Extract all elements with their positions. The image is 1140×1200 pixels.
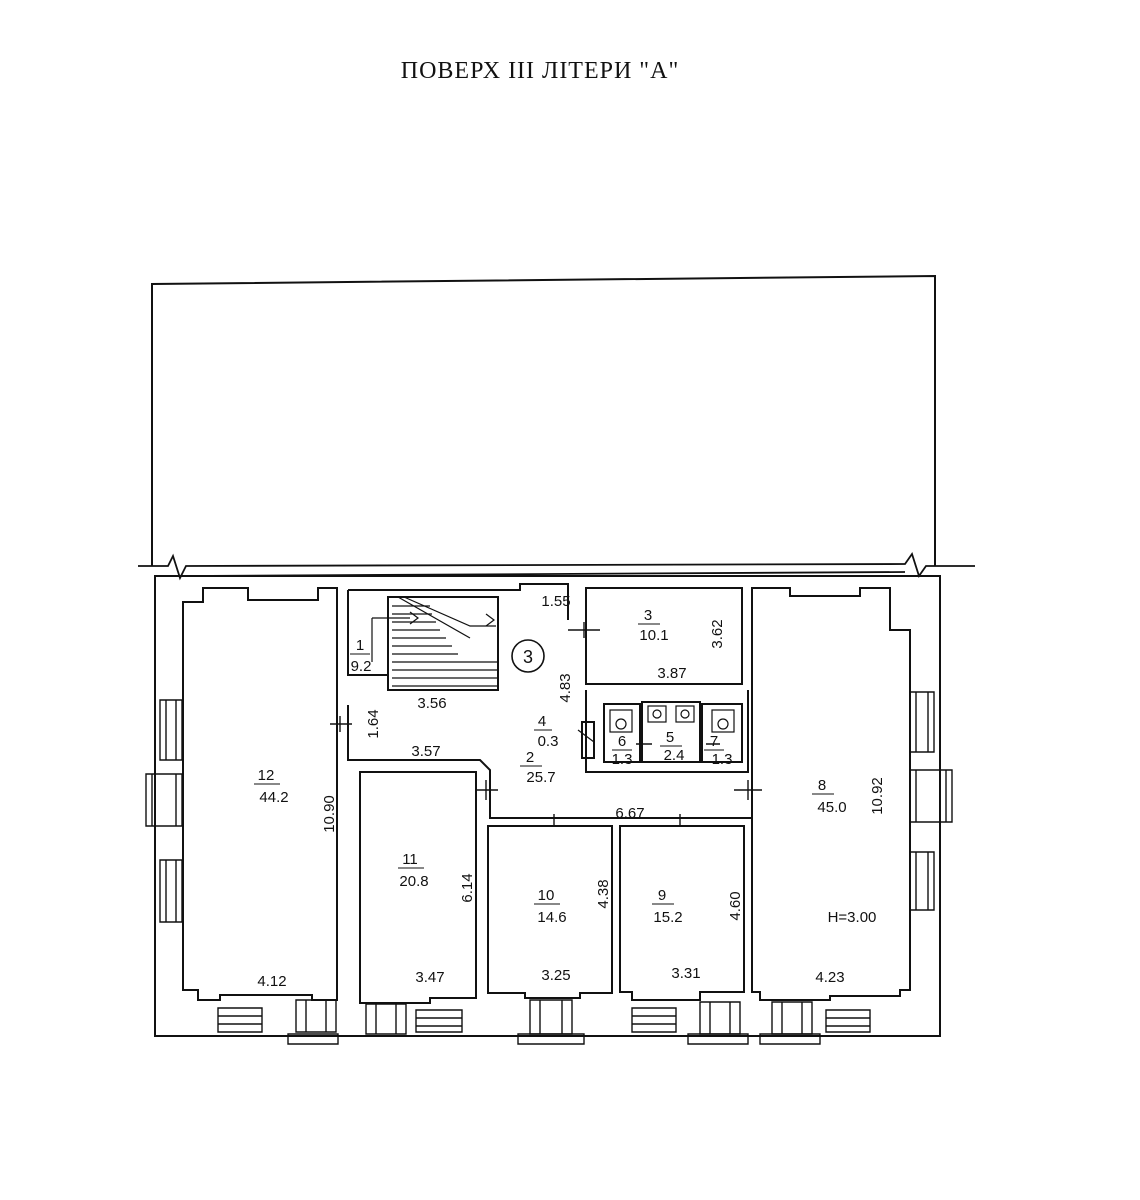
section-marker-label: 3 <box>523 647 533 667</box>
dim-10-92: 10.92 <box>869 777 886 815</box>
room-6-outline <box>603 703 641 763</box>
room-11-area: 20.8 <box>399 873 428 890</box>
room-12-area: 44.2 <box>259 789 288 806</box>
dim-3-47: 3.47 <box>415 969 444 986</box>
room-10-area: 14.6 <box>537 909 566 926</box>
room-2-number: 2 <box>526 749 534 766</box>
plan-title: ПОВЕРХ III ЛІТЕРИ "А" <box>400 58 680 84</box>
dim-4-60: 4.60 <box>727 891 744 920</box>
room-11-outline <box>359 771 477 1004</box>
dim-3-62: 3.62 <box>709 619 726 648</box>
room-10-number: 10 <box>538 887 555 904</box>
room-7-outline <box>701 703 743 763</box>
dim-4-38: 4.38 <box>595 879 612 908</box>
dimension-labels: 1.55 3.62 3.87 4.83 3.56 1.64 3.57 6.67 … <box>257 593 886 990</box>
wc-fixtures <box>577 705 735 743</box>
dim-3-56: 3.56 <box>417 695 446 712</box>
door-marks <box>330 622 762 826</box>
room-1-number: 1 <box>356 637 364 654</box>
room-12-number: 12 <box>258 767 275 784</box>
room-8-number: 8 <box>818 777 826 794</box>
room-3-area: 10.1 <box>639 627 668 644</box>
room-6-area: 1.3 <box>612 751 633 768</box>
room-4-outline <box>581 721 595 759</box>
room-5-outline <box>641 701 701 763</box>
room-7-number: 7 <box>710 733 718 750</box>
room-5-number: 5 <box>666 729 674 746</box>
dim-6-67: 6.67 <box>615 805 644 822</box>
room-11-number: 11 <box>402 851 418 868</box>
room-9-number: 9 <box>658 887 666 904</box>
room-1-area: 9.2 <box>351 658 372 675</box>
dim-4-83: 4.83 <box>557 673 574 702</box>
room-3-outline <box>585 587 743 685</box>
room-labels: 1 9.2 2 25.7 3 10.1 4 0.3 5 2.4 6 1.3 7 … <box>254 607 847 926</box>
room-10-outline <box>487 825 613 999</box>
section-marker: 3 <box>511 639 545 673</box>
upper-outline <box>151 274 936 566</box>
room-1-outline <box>348 583 569 620</box>
room-4-number: 4 <box>538 713 546 730</box>
room-9-area: 15.2 <box>653 909 682 926</box>
dim-1-64: 1.64 <box>365 709 382 738</box>
room-9-outline <box>619 825 745 1001</box>
height-note: H=3.00 <box>828 909 877 926</box>
outer-walls <box>154 575 941 1037</box>
dim-4-23: 4.23 <box>815 969 844 986</box>
room-12-outline <box>182 587 338 1001</box>
room-4-area: 0.3 <box>538 733 559 750</box>
windows <box>145 691 953 1045</box>
break-line <box>138 551 975 581</box>
dim-4-12: 4.12 <box>257 973 286 990</box>
room-walls <box>182 583 911 1004</box>
room-7-area: 1.3 <box>712 751 733 768</box>
room-3-number: 3 <box>644 607 652 624</box>
room-8-area: 45.0 <box>817 799 846 816</box>
stair-treads <box>371 596 498 687</box>
dim-3-87: 3.87 <box>657 665 686 682</box>
room-8-outline <box>751 587 911 1001</box>
stair <box>387 596 499 691</box>
room-5-area: 2.4 <box>664 747 685 764</box>
room-6-number: 6 <box>618 733 626 750</box>
dim-3-57: 3.57 <box>411 743 440 760</box>
dim-6-14: 6.14 <box>459 873 476 902</box>
dim-1-55: 1.55 <box>541 593 570 610</box>
dim-3-25: 3.25 <box>541 967 570 984</box>
dim-10-90: 10.90 <box>321 795 338 833</box>
dim-3-31: 3.31 <box>671 965 700 982</box>
room-2-area: 25.7 <box>526 769 555 786</box>
